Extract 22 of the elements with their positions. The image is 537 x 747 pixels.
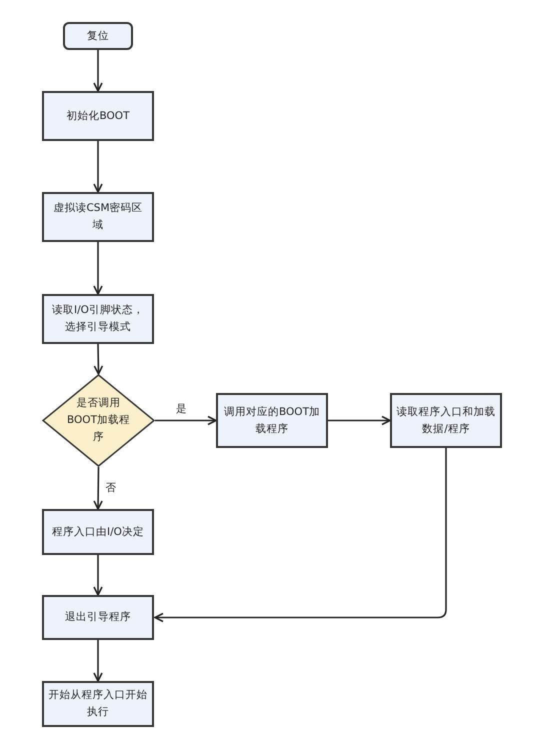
arrow	[93, 640, 103, 682]
arrow	[93, 467, 103, 510]
process-box: 虚拟读CSM密码区域	[42, 192, 154, 242]
arrow	[154, 448, 447, 622]
start-box: 复位	[63, 22, 133, 50]
process-box: 开始从程序入口开始执行	[42, 681, 154, 727]
process-box: 退出引导程序	[42, 595, 154, 640]
arrow	[328, 416, 391, 426]
arrow	[94, 344, 104, 375]
process-box: 调用对应的BOOT加载程序	[216, 393, 328, 448]
arrow	[155, 416, 217, 426]
arrow	[93, 555, 103, 596]
process-box: 初始化BOOT	[42, 91, 154, 141]
arrow	[93, 141, 103, 193]
edge-label: 是	[175, 402, 188, 416]
arrow	[93, 50, 103, 92]
arrow	[93, 242, 103, 295]
decision-diamond: 是否调用BOOT加载程序	[42, 374, 155, 467]
process-box: 读取I/O引脚状态，选择引导模式	[42, 294, 154, 344]
process-box: 读取程序入口和加载数据/程序	[390, 393, 502, 448]
edge-label: 否	[104, 482, 118, 495]
process-box: 程序入口由I/O决定	[42, 509, 154, 555]
